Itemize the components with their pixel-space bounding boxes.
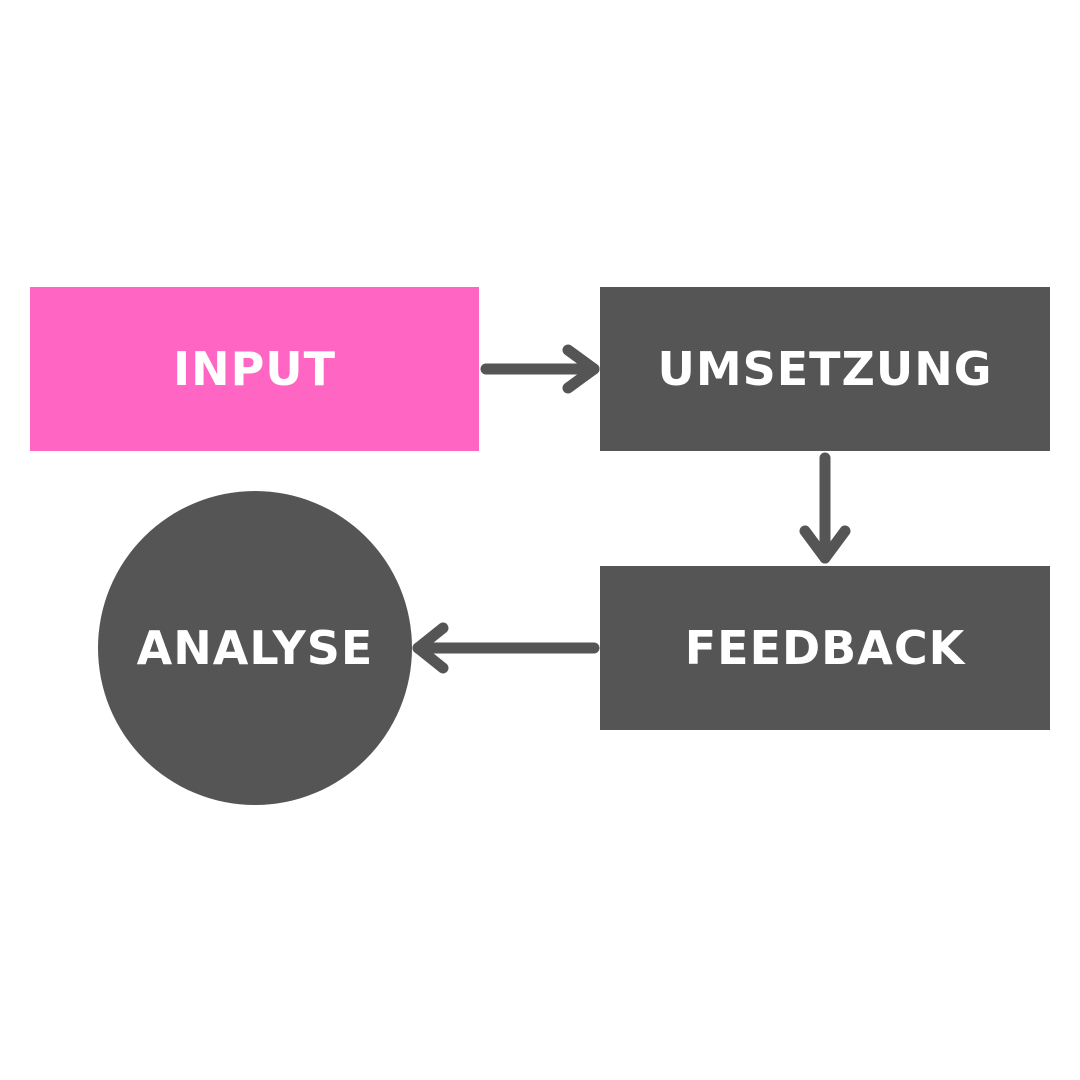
umsetzung-box: UMSETZUNG xyxy=(600,287,1050,451)
input-box: INPUT xyxy=(30,287,479,451)
input-label: INPUT xyxy=(172,342,337,396)
feedback-label: FEEDBACK xyxy=(684,621,966,675)
arrow-umsetzung-to-feedback xyxy=(799,452,851,564)
analyse-label: ANALYSE xyxy=(136,621,374,675)
umsetzung-label: UMSETZUNG xyxy=(657,342,993,396)
arrow-input-to-umsetzung xyxy=(480,344,600,394)
feedback-box: FEEDBACK xyxy=(600,566,1050,730)
analyse-circle: ANALYSE xyxy=(98,491,412,805)
arrow-feedback-to-analyse xyxy=(412,622,600,674)
